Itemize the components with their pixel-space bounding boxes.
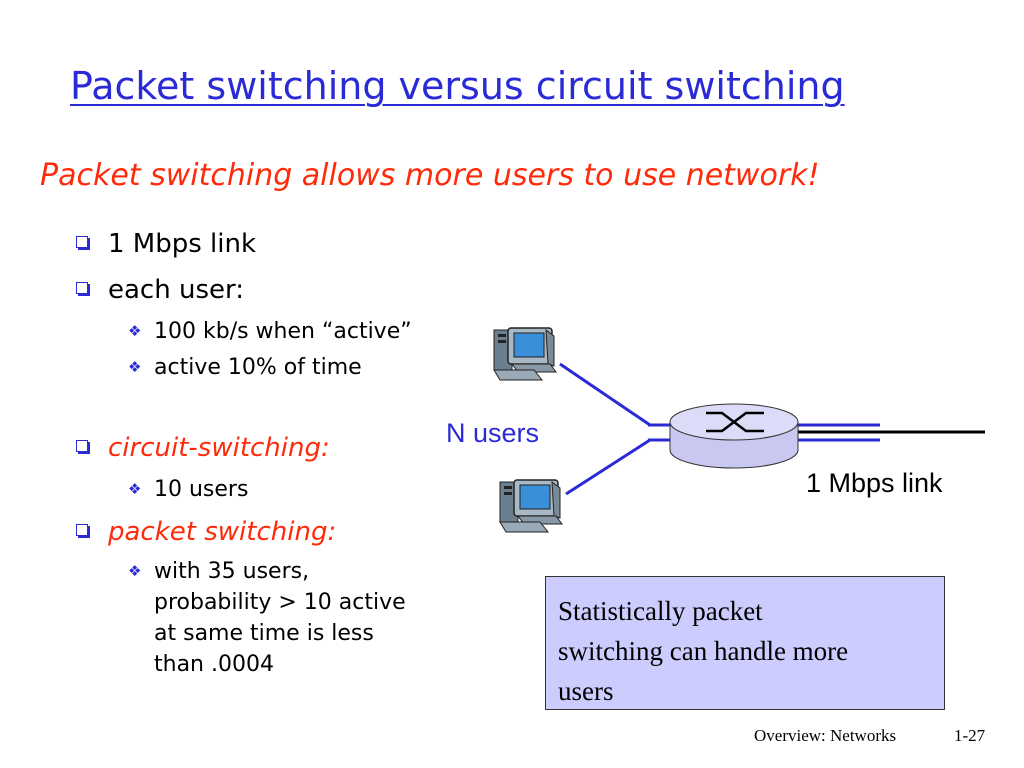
- sub-bullet-circuit-users: ❖ 10 users: [128, 477, 249, 502]
- square-bullet-icon: [76, 236, 88, 248]
- diamond-bullet-icon: ❖: [128, 562, 142, 580]
- computer-icon-top: [493, 327, 557, 381]
- bullet-link: 1 Mbps link: [76, 228, 256, 260]
- sub-bullet-rate: ❖ 100 kb/s when “active”: [128, 319, 412, 344]
- square-bullet-icon: [76, 440, 88, 452]
- callout-line: Statistically packet: [558, 596, 763, 626]
- slide-title: Packet switching versus circuit switchin…: [70, 64, 845, 108]
- diamond-bullet-icon: ❖: [128, 322, 142, 340]
- user-link-bottom: [565, 438, 651, 496]
- bullet-packet: packet switching:: [76, 516, 336, 548]
- square-bullet-icon: [76, 524, 88, 536]
- callout-line: users: [558, 676, 614, 706]
- user-link-top: [559, 362, 651, 427]
- bullet-each-user: each user:: [76, 274, 244, 306]
- sub-bullet-active: ❖ active 10% of time: [128, 355, 362, 380]
- link-label: 1 Mbps link: [806, 468, 943, 498]
- diamond-bullet-icon: ❖: [128, 358, 142, 376]
- slide-subtitle: Packet switching allows more users to us…: [40, 158, 820, 193]
- footer-section: Overview: Networks: [754, 726, 897, 745]
- callout-line: switching can handle more: [558, 636, 849, 666]
- users-label: N users: [446, 418, 540, 448]
- sub-bullet-packet-detail: ❖ with 35 users, probability > 10 active…: [128, 559, 406, 677]
- diamond-bullet-icon: ❖: [128, 480, 142, 498]
- bullet-circuit: circuit-switching:: [76, 432, 330, 464]
- square-bullet-icon: [76, 282, 88, 294]
- router-icon: [669, 403, 799, 469]
- computer-icon-bottom: [499, 479, 563, 533]
- callout-box: Statistically packet switching can handl…: [545, 576, 945, 710]
- footer-page-number: 1-27: [954, 726, 986, 745]
